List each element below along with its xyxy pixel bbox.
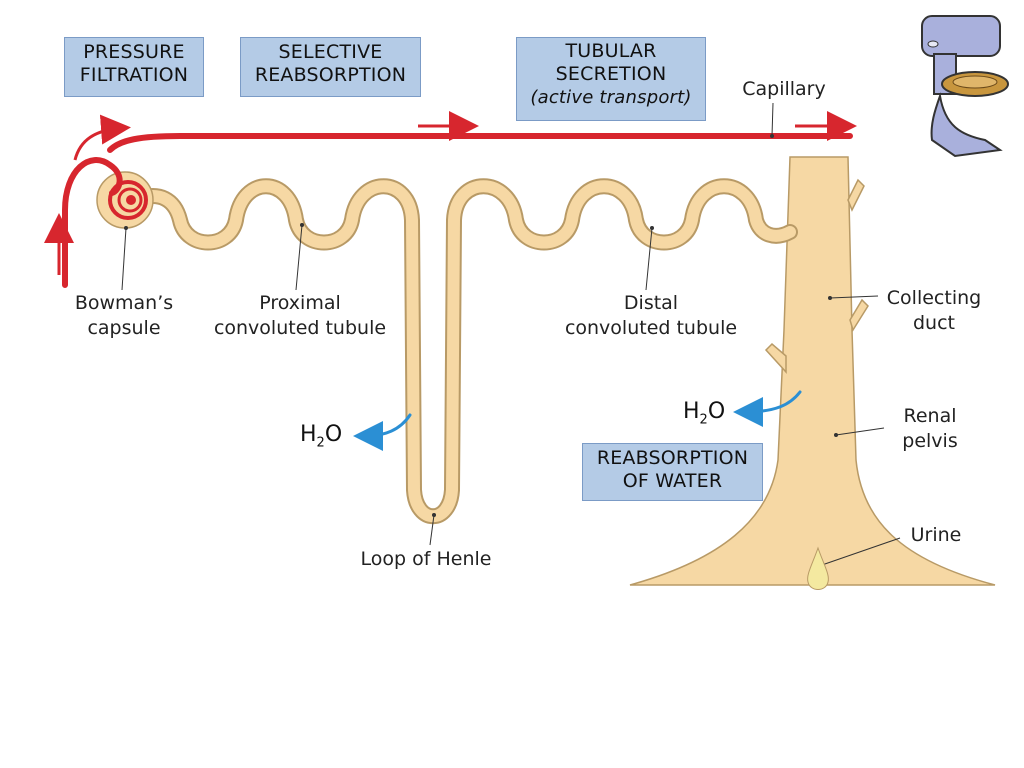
water-label-duct: H2O xyxy=(683,399,725,427)
water-label-loop: H2O xyxy=(300,422,342,450)
collecting-duct-label: Collecting duct xyxy=(878,286,990,336)
box-line: REABSORPTION xyxy=(254,64,407,86)
label-text: pelvis xyxy=(902,430,958,452)
tubular-secretion-box: TUBULAR SECRETION (active transport) xyxy=(516,37,706,121)
capillary-label: Capillary xyxy=(734,77,834,102)
water-o: O xyxy=(324,422,343,447)
label-text: convoluted tubule xyxy=(213,317,387,339)
box-line: REABSORPTION xyxy=(596,447,749,469)
water-arrow xyxy=(353,390,802,451)
loop-of-henle-label: Loop of Henle xyxy=(346,547,506,572)
box-line: FILTRATION xyxy=(79,64,189,86)
label-text: capsule xyxy=(87,317,161,339)
water-subscript: 2 xyxy=(699,412,708,428)
label-text: Renal xyxy=(903,405,957,427)
box-subtitle: (active transport) xyxy=(530,87,692,108)
label-text: convoluted tubule xyxy=(564,317,738,339)
capillary-vessel xyxy=(62,133,853,288)
collecting-duct-shape xyxy=(629,156,996,586)
leader-lines xyxy=(121,102,901,566)
label-text: Loop of Henle xyxy=(360,548,492,570)
box-line: TUBULAR xyxy=(565,40,657,62)
label-text: Collecting xyxy=(886,287,982,309)
renal-pelvis-label: Renal pelvis xyxy=(890,404,970,454)
urine-drop xyxy=(807,546,829,590)
toilet-icon xyxy=(921,15,1009,158)
pressure-filtration-box: PRESSURE FILTRATION xyxy=(64,37,204,97)
bowmans-capsule-label: Bowman’s capsule xyxy=(62,291,186,341)
label-text: Urine xyxy=(910,524,962,546)
water-h: H xyxy=(683,399,700,424)
blood-flow-arrow xyxy=(44,111,857,275)
label-text: duct xyxy=(913,312,955,334)
water-h: H xyxy=(300,422,317,447)
label-text: Bowman’s xyxy=(74,292,174,314)
tubule xyxy=(127,178,798,525)
label-text: Proximal xyxy=(259,292,341,314)
box-line: SELECTIVE xyxy=(278,41,383,63)
selective-reabsorption-box: SELECTIVE REABSORPTION xyxy=(240,37,421,97)
label-text: Distal xyxy=(623,292,679,314)
bowmans-capsule-shape xyxy=(96,171,154,229)
distal-tubule-label: Distal convoluted tubule xyxy=(551,291,751,341)
box-line: SECRETION xyxy=(555,63,667,85)
water-o: O xyxy=(707,399,726,424)
box-line: OF WATER xyxy=(622,470,723,492)
urine-label: Urine xyxy=(898,523,974,548)
proximal-tubule-label: Proximal convoluted tubule xyxy=(200,291,400,341)
water-subscript: 2 xyxy=(316,435,325,451)
label-text: Capillary xyxy=(742,78,826,100)
reabsorption-of-water-box: REABSORPTION OF WATER xyxy=(582,443,763,501)
box-line: PRESSURE xyxy=(83,41,185,63)
